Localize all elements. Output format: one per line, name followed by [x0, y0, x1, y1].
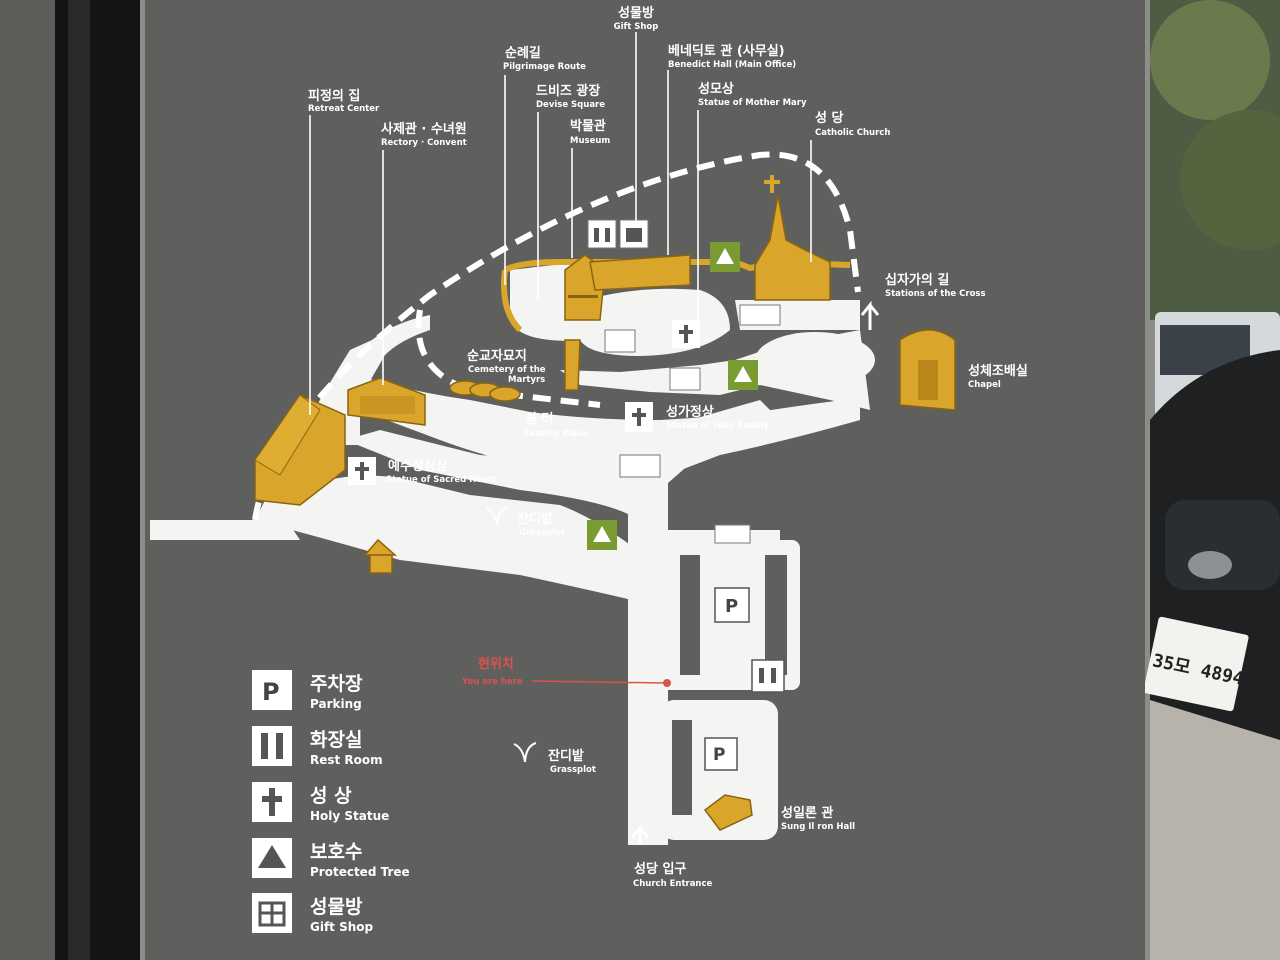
- grassplot-icon-upper: [485, 506, 509, 526]
- svg-text:Parking: Parking: [310, 697, 362, 711]
- left-panel: [0, 0, 55, 960]
- label-stations-cross-en: Stations of the Cross: [885, 289, 986, 299]
- parking-icon-map-1: P: [714, 587, 750, 623]
- holy-statue-icon-map-1: [672, 320, 700, 348]
- stations-arrow: [860, 300, 880, 330]
- label-sacred-heart-ko: 예수성심상: [388, 458, 448, 474]
- label-retreat-center-en: Retreat Center: [308, 104, 380, 114]
- label-church-entrance-ko: 성당 입구: [634, 861, 686, 877]
- chapel-building: [899, 329, 956, 411]
- parking-lot-upper: [680, 555, 787, 675]
- parked-car-black: 35모 4894: [1143, 350, 1280, 740]
- label-devise-square-en: Devise Square: [536, 100, 605, 110]
- parking-lot-lower: [672, 720, 692, 815]
- svg-text:Holy Statue: Holy Statue: [310, 809, 389, 823]
- label-gift-shop-en: Gift Shop: [614, 22, 659, 32]
- label-pilgrimage-route-en: Pilgrimage Route: [503, 62, 586, 72]
- svg-text:화장실: 화장실: [310, 729, 362, 751]
- sign-post: [55, 0, 140, 960]
- label-gift-shop-ko: 성물방: [618, 5, 654, 21]
- label-benedict-hall-ko: 베네딕토 관 (사무실): [668, 43, 785, 59]
- label-you-are-here-ko: 현위치: [478, 656, 514, 672]
- leader-lines: [309, 32, 812, 687]
- svg-text:주차장: 주차장: [310, 673, 363, 695]
- label-resting-place-en: Resting Place: [523, 429, 588, 439]
- restroom-icon-map: [587, 219, 617, 249]
- label-grassplot-upper-ko: 잔디밭: [517, 511, 553, 527]
- label-museum-ko: 박물관: [570, 118, 606, 134]
- gift-shop-icon-map: [619, 219, 649, 249]
- svg-text:P: P: [713, 745, 725, 765]
- legend-item-restroom: 화장실 Rest Room: [252, 726, 383, 767]
- label-cemetery-ko: 순교자묘지: [467, 349, 527, 364]
- label-benedict-hall-en: Benedict Hall (Main Office): [668, 60, 796, 70]
- label-catholic-church-ko: 성 당: [815, 110, 843, 126]
- entrance-arrow: [630, 823, 650, 845]
- svg-text:Rest Room: Rest Room: [310, 753, 383, 767]
- catholic-church-building: [754, 175, 831, 301]
- label-resting-place-ko: 쉼 터: [525, 411, 553, 427]
- label-catholic-church-en: Catholic Church: [815, 128, 890, 138]
- holy-statue-icon-map-3: [348, 457, 376, 485]
- retreat-center-building: [254, 394, 346, 506]
- rectory-convent-building: [347, 377, 426, 426]
- label-mother-mary-ko: 성모상: [698, 82, 734, 97]
- protected-tree-icon-map-3: [587, 520, 617, 550]
- svg-text:Gift Shop: Gift Shop: [310, 920, 374, 934]
- restroom-icon-map-2: [751, 659, 785, 693]
- legend-item-holy-statue: 성 상 Holy Statue: [252, 782, 389, 823]
- label-rectory-convent-en: Rectory · Convent: [381, 138, 467, 148]
- label-stations-cross-ko: 십자가의 길: [885, 272, 949, 288]
- label-you-are-here-en: You are here: [461, 677, 523, 687]
- label-grassplot-upper-en: Grassplot: [519, 528, 565, 538]
- parking-icon: [252, 670, 292, 710]
- label-holy-family-ko: 성가정상: [666, 404, 714, 420]
- gazebo: [363, 538, 397, 574]
- svg-text:보호수: 보호수: [310, 841, 362, 863]
- label-retreat-center-ko: 피정의 집: [308, 88, 360, 104]
- resting-place-umbrellas: [449, 380, 521, 402]
- restroom-icon: [252, 726, 292, 766]
- label-sung-il-ron-hall-ko: 성일론 관: [781, 805, 833, 821]
- label-holy-family-en: Statue of Holy Family: [666, 421, 769, 431]
- protected-tree-icon-map-2: [728, 360, 758, 390]
- cemetery-monument: [564, 339, 581, 391]
- parking-icon-map-2: P: [704, 737, 738, 771]
- grassplot-icon-lower: [513, 742, 537, 763]
- legend-item-gift-shop: 성물방 Gift Shop: [252, 893, 374, 934]
- label-grassplot-lower-ko: 잔디밭: [548, 748, 584, 764]
- svg-text:성물방: 성물방: [310, 896, 363, 918]
- label-chapel-en: Chapel: [968, 380, 1001, 390]
- svg-text:P: P: [725, 596, 738, 617]
- stairs: [604, 304, 781, 544]
- benedict-hall-building: [589, 254, 691, 291]
- svg-text:Protected Tree: Protected Tree: [310, 865, 410, 879]
- label-cemetery-en-2: Martyrs: [508, 375, 545, 385]
- legend: P 주차장 Parking 화장실 Rest Room 성 상 Holy Sta…: [252, 670, 410, 934]
- label-devise-square-ko: 드비즈 광장: [536, 83, 600, 99]
- label-sacred-heart-en: Statue of Sacred Heart: [386, 475, 496, 485]
- holy-statue-icon-map-2: [625, 402, 653, 432]
- protected-tree-icon-map-1: [710, 242, 740, 272]
- label-sung-il-ron-hall-en: Sung Il ron Hall: [781, 822, 855, 832]
- label-cemetery-en-1: Cemetery of the: [468, 365, 546, 375]
- sung-il-ron-hall-building: [703, 794, 753, 831]
- svg-text:P: P: [262, 678, 280, 706]
- label-museum-en: Museum: [570, 136, 610, 146]
- label-grassplot-lower-en: Grassplot: [550, 765, 596, 775]
- pavement: [1150, 700, 1280, 960]
- label-chapel-ko: 성체조배실: [968, 363, 1028, 379]
- label-mother-mary-en: Statue of Mother Mary: [698, 98, 807, 108]
- label-pilgrimage-route-ko: 순례길: [505, 45, 541, 61]
- svg-text:성 상: 성 상: [310, 785, 352, 807]
- legend-item-parking: P 주차장 Parking: [252, 670, 363, 711]
- label-rectory-convent-ko: 사제관 · 수녀원: [381, 121, 467, 137]
- label-church-entrance-en: Church Entrance: [633, 879, 713, 889]
- legend-item-protected-tree: 보호수 Protected Tree: [252, 838, 410, 879]
